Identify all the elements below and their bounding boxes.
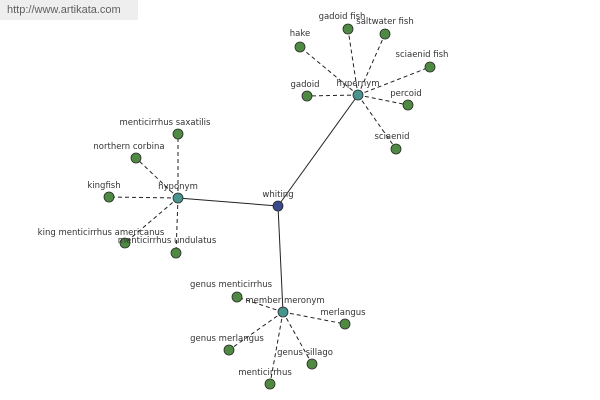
leaf-label-gadoid-fish: gadoid fish (319, 12, 366, 22)
leaf-node-hake[interactable] (294, 41, 306, 53)
edge-hypernym-percoid (357, 94, 409, 106)
leaf-node-genus-menticirrhus[interactable] (231, 291, 243, 303)
leaf-node-northern-corbina[interactable] (130, 152, 142, 164)
leaf-label-kingfish: kingfish (87, 181, 120, 191)
relation-node-hyponym[interactable] (172, 192, 184, 204)
relation-label-member-meronym: member meronym (245, 296, 324, 306)
edge-hypernym-sciaenid-fish (357, 66, 431, 96)
edge-hypernym-gadoid (306, 94, 359, 97)
leaf-node-menticirrhus[interactable] (264, 378, 276, 390)
watermark-banner: http://www.artikata.com (0, 0, 138, 20)
leaf-label-king-menticirrhus-americanus: king menticirrhus americanus (38, 228, 165, 238)
relation-node-member-meronym[interactable] (277, 306, 289, 318)
leaf-node-sciaenid-fish[interactable] (424, 61, 436, 73)
leaf-node-genus-sillago[interactable] (306, 358, 318, 370)
edge-member-meronym-genus-menticirrhus (236, 296, 284, 313)
leaf-label-hake: hake (290, 29, 310, 39)
leaf-label-sciaenid-fish: sciaenid fish (396, 50, 449, 60)
leaf-node-sciaenid[interactable] (390, 143, 402, 155)
edge-hyponym-northern-corbina (135, 157, 179, 199)
edge-hyponym-kingfish (108, 196, 179, 199)
edge-whiting-hyponym (177, 197, 279, 207)
edge-hyponym-menticirrhus-undulatus (175, 197, 179, 254)
leaf-label-percoid: percoid (390, 89, 422, 99)
edge-member-meronym-genus-merlangus (228, 311, 284, 351)
relation-label-hyponym: hyponym (158, 182, 198, 192)
leaf-node-menticirrhus-undulatus[interactable] (170, 247, 182, 259)
leaf-node-king-menticirrhus-americanus[interactable] (119, 237, 131, 249)
leaf-label-sciaenid: sciaenid (374, 132, 409, 142)
edge-member-meronym-genus-sillago (282, 311, 313, 365)
leaf-label-menticirrhus-undulatus: menticirrhus undulatus (118, 236, 217, 246)
leaf-node-gadoid-fish[interactable] (342, 23, 354, 35)
center-node-whiting[interactable] (272, 200, 284, 212)
leaf-node-saltwater-fish[interactable] (379, 28, 391, 40)
graph-edges (108, 28, 431, 385)
graph-labels: whiting hypernym hake gadoid fishsaltwater … (38, 12, 449, 378)
center-label-whiting: whiting (262, 190, 293, 200)
leaf-node-gadoid[interactable] (301, 90, 313, 102)
leaf-label-genus-sillago: genus sillago (277, 348, 333, 358)
edge-whiting-hypernym (277, 94, 359, 207)
graph-nodes (103, 23, 436, 390)
edge-member-meronym-menticirrhus (269, 311, 284, 385)
leaf-label-genus-merlangus: genus merlangus (190, 334, 264, 344)
relation-label-hypernym: hypernym (336, 79, 379, 89)
edge-member-meronym-merlangus (282, 311, 346, 325)
leaf-node-percoid[interactable] (402, 99, 414, 111)
watermark-url: http://www.artikata.com (7, 4, 121, 16)
leaf-label-menticirrhus: menticirrhus (238, 368, 292, 378)
leaf-node-merlangus[interactable] (339, 318, 351, 330)
leaf-node-menticirrhus-saxatilis[interactable] (172, 128, 184, 140)
leaf-label-saltwater-fish: saltwater fish (356, 17, 413, 27)
leaf-label-northern-corbina: northern corbina (93, 142, 164, 152)
leaf-label-gadoid: gadoid (291, 80, 320, 90)
relation-node-hypernym[interactable] (352, 89, 364, 101)
leaf-label-genus-menticirrhus: genus menticirrhus (190, 280, 273, 290)
leaf-label-merlangus: merlangus (320, 308, 366, 318)
leaf-node-genus-merlangus[interactable] (223, 344, 235, 356)
edge-whiting-member-meronym (277, 205, 284, 313)
edge-hyponym-king-menticirrhus-americanus (124, 197, 179, 244)
leaf-node-kingfish[interactable] (103, 191, 115, 203)
leaf-label-menticirrhus-saxatilis: menticirrhus saxatilis (120, 118, 212, 128)
edge-hypernym-hake (299, 46, 359, 96)
